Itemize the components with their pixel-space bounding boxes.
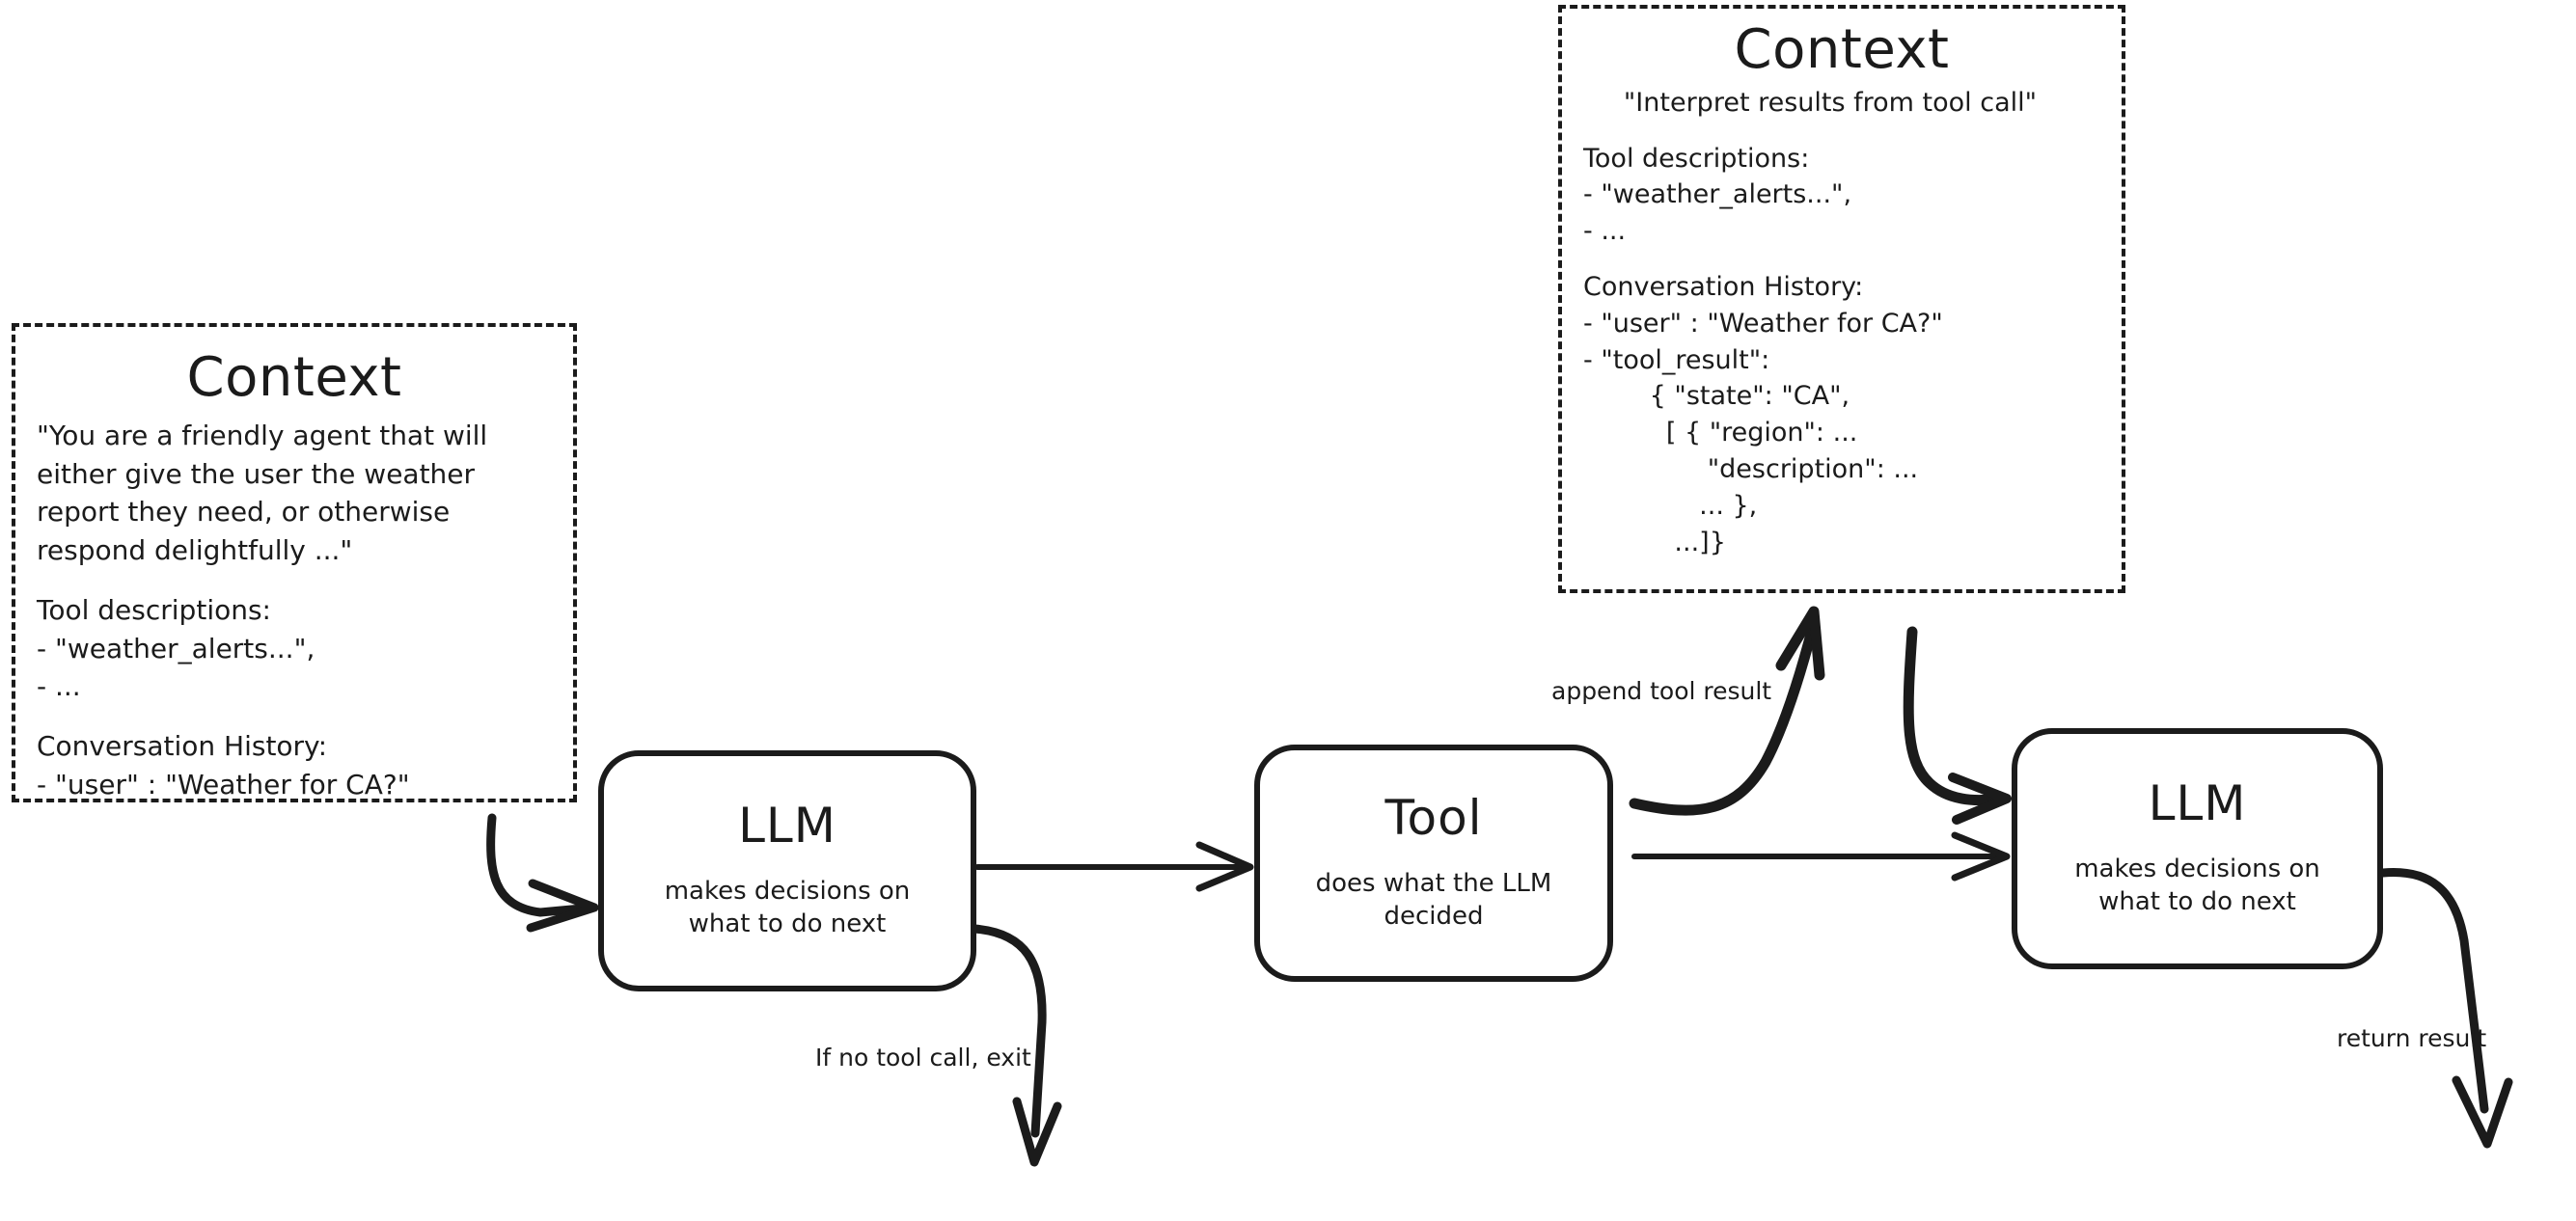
node-llm-first-subtitle: makes decisions on what to do next bbox=[664, 876, 911, 938]
node-llm-second-subtitle: makes decisions on what to do next bbox=[2074, 854, 2320, 916]
context-left-conversation: - "user" : "Weather for CA?" bbox=[37, 768, 410, 800]
context-left-tool-descriptions-heading: Tool descriptions: bbox=[37, 593, 271, 626]
edge-context-to-llm1 bbox=[486, 813, 599, 933]
context-right-title: Context bbox=[1734, 18, 1950, 81]
context-left-tool-descriptions: - "weather_alerts...", - ... bbox=[37, 632, 315, 703]
edge-llm1-to-tool bbox=[974, 841, 1254, 892]
spacer bbox=[37, 570, 552, 591]
spacer bbox=[1583, 122, 2100, 141]
spacer bbox=[1583, 250, 2100, 269]
context-card-right: Context "Interpret results from tool cal… bbox=[1558, 5, 2125, 593]
edge-label-append-tool-result: append tool result bbox=[1551, 677, 1772, 705]
context-right-tool-descriptions-heading: Tool descriptions: bbox=[1583, 143, 1810, 174]
edge-label-return-result: return result bbox=[2337, 1024, 2487, 1052]
node-llm-second[interactable]: LLM makes decisions on what to do next bbox=[2012, 728, 2383, 969]
edge-tool-to-context-right bbox=[1629, 606, 1825, 816]
context-right-conversation-user: - "user" : "Weather for CA?" bbox=[1583, 308, 1943, 339]
context-card-left: Context "You are a friendly agent that w… bbox=[12, 323, 577, 802]
node-tool-title: Tool bbox=[1384, 789, 1483, 846]
node-llm-first-title: LLM bbox=[738, 797, 836, 854]
context-left-system-prompt: "You are a friendly agent that will eith… bbox=[37, 419, 488, 567]
node-llm-first[interactable]: LLM makes decisions on what to do next bbox=[598, 750, 976, 991]
context-left-title: Context bbox=[186, 346, 402, 409]
edge-label-if-no-tool-call-exit: If no tool call, exit bbox=[815, 1044, 1031, 1072]
context-right-system-prompt: "Interpret results from tool call" bbox=[1623, 87, 2038, 118]
context-left-conversation-heading: Conversation History: bbox=[37, 730, 328, 763]
context-right-conversation-tool-result: - "tool_result": { "state": "CA", [ { "r… bbox=[1583, 344, 1919, 557]
spacer bbox=[37, 706, 552, 727]
node-tool[interactable]: Tool does what the LLM decided bbox=[1254, 745, 1613, 982]
context-right-conversation-heading: Conversation History: bbox=[1583, 271, 1864, 302]
edge-llm2-return bbox=[2378, 868, 2513, 1149]
context-right-tool-descriptions: - "weather_alerts...", - ... bbox=[1583, 179, 1852, 247]
node-tool-subtitle: does what the LLM decided bbox=[1315, 868, 1552, 931]
node-llm-second-title: LLM bbox=[2148, 774, 2247, 831]
edge-context-right-to-llm2 bbox=[1903, 626, 2012, 825]
edge-tool-to-llm2 bbox=[1631, 831, 2011, 882]
